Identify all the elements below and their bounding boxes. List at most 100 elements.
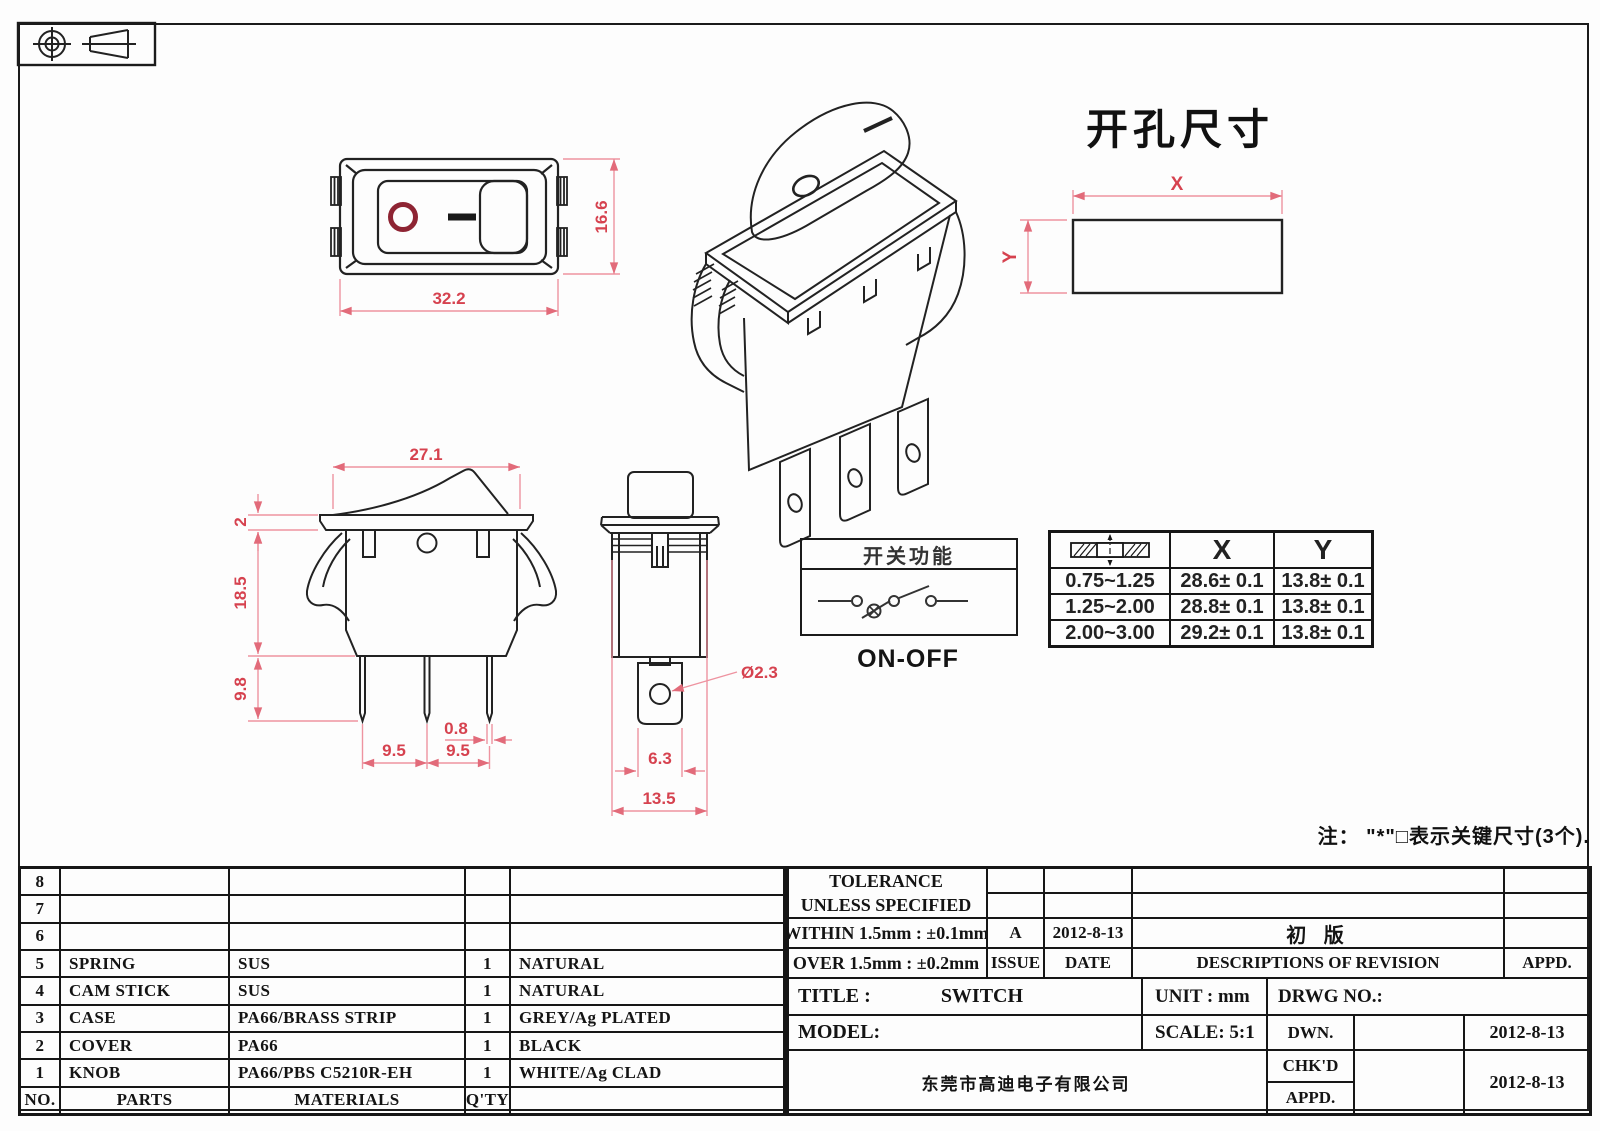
- panel-table-cell: 13.8± 0.1: [1274, 620, 1372, 646]
- parts-cell: SUS: [229, 949, 465, 978]
- dwn-label: DWN.: [1267, 1015, 1354, 1050]
- panel-table-cell: 29.2± 0.1: [1170, 620, 1274, 646]
- parts-cell: BLACK: [510, 1031, 787, 1060]
- parts-cell: 4: [20, 977, 60, 1005]
- tolerance-line1: TOLERANCE: [829, 870, 943, 891]
- sheet-border: [18, 23, 1589, 1111]
- parts-cell: PA66/BRASS STRIP: [229, 1004, 465, 1032]
- parts-cell: SUS: [229, 977, 465, 1005]
- title-cell: TITLE : SWITCH: [785, 978, 1142, 1015]
- chkd-label: CHK'D: [1267, 1050, 1354, 1082]
- end-view: [600, 471, 720, 725]
- switch-mode-label: ON-OFF: [857, 645, 959, 673]
- dim-side-pitch-b: 9.5: [446, 741, 470, 760]
- scale-cell: SCALE: 5:1: [1142, 1015, 1267, 1050]
- parts-table: 8 7 6 5 SPRING SUS 1 NATURAL 4 CAM STICK…: [18, 866, 789, 1116]
- parts-cell: [60, 895, 229, 923]
- parts-cell: WHITE/Ag CLAD: [510, 1059, 787, 1087]
- revision-empty-cell: [987, 868, 1044, 893]
- cutout-y-label: Y: [1000, 250, 1021, 263]
- revision-empty-cell: [1044, 893, 1132, 918]
- parts-cell: COVER: [60, 1031, 229, 1060]
- tolerance-line2: UNLESS SPECIFIED: [800, 895, 972, 915]
- dim-side-pitch-a: 9.5: [382, 741, 406, 760]
- function-box-title: 开关功能: [802, 540, 1016, 570]
- iso-rocker: [749, 101, 911, 241]
- title-block: TOLERANCE UNLESS SPECIFIED WITHIN 1.5mm …: [783, 866, 1592, 1116]
- iso-o-marking: [791, 174, 821, 198]
- parts-header-remarks: [510, 1086, 787, 1114]
- parts-cell: PA66: [229, 1031, 465, 1060]
- parts-cell: 2: [20, 1031, 60, 1060]
- front-view-dims: [339, 158, 620, 316]
- chkd-date: 2012-8-13: [1464, 1050, 1590, 1114]
- parts-header-parts: PARTS: [60, 1086, 229, 1114]
- parts-cell: [510, 895, 787, 923]
- revision-description-value: 初 版: [1132, 918, 1504, 948]
- revision-empty-cell: [1504, 868, 1590, 893]
- parts-cell: [229, 895, 465, 923]
- parts-cell: PA66/PBS C5210R-EH: [229, 1059, 465, 1087]
- revision-issue-value: A: [987, 918, 1044, 948]
- parts-cell: [465, 895, 510, 923]
- circuit-diagram: [818, 585, 968, 619]
- cutout-title: 开孔尺寸: [1085, 106, 1274, 153]
- parts-cell: NATURAL: [510, 949, 787, 978]
- dim-end-width: 13.5: [642, 789, 675, 808]
- cutout-view: X Y: [1000, 174, 1284, 295]
- iso-dash-marking: [863, 116, 893, 133]
- drwg-no-cell: DRWG NO.:: [1267, 978, 1590, 1015]
- dim-side-flange: 2: [231, 517, 250, 526]
- parts-cell: [60, 922, 229, 950]
- parts-header-no: NO.: [20, 1086, 60, 1114]
- parts-cell: [465, 922, 510, 950]
- tolerance-cell: TOLERANCE UNLESS SPECIFIED: [785, 868, 987, 918]
- parts-cell: 3: [20, 1004, 60, 1032]
- parts-cell: [229, 868, 465, 896]
- revision-empty-cell: [1132, 893, 1504, 918]
- revision-empty-cell: [987, 893, 1044, 918]
- revision-empty-cell: [1504, 893, 1590, 918]
- revision-empty-cell: [1044, 868, 1132, 893]
- revision-description-header: DESCRIPTIONS OF REVISION: [1132, 948, 1504, 978]
- dim-side-height: 18.5: [231, 576, 250, 609]
- parts-header-materials: MATERIALS: [229, 1086, 465, 1114]
- revision-date-value: 2012-8-13: [1044, 918, 1132, 948]
- panel-table-cell: 13.8± 0.1: [1274, 568, 1372, 594]
- parts-cell: [510, 922, 787, 950]
- iso-right-wing: [905, 211, 966, 346]
- panel-table-cell: 0.75~1.25: [1050, 568, 1170, 594]
- panel-table-cell: 1.25~2.00: [1050, 594, 1170, 620]
- parts-cell: 1: [465, 1004, 510, 1032]
- title-label: TITLE :: [798, 985, 871, 1007]
- parts-cell: NATURAL: [510, 977, 787, 1005]
- dwn-signature: [1354, 1015, 1464, 1050]
- parts-cell: CAM STICK: [60, 977, 229, 1005]
- panel-table-cell: 28.8± 0.1: [1170, 594, 1274, 620]
- dim-front-height: 16.6: [592, 200, 611, 233]
- side-view-dims: [248, 462, 521, 769]
- rocker-o-marking: [388, 202, 418, 232]
- appd-label: APPD.: [1267, 1082, 1354, 1114]
- panel-table-cell: 28.6± 0.1: [1170, 568, 1274, 594]
- panel-table-col-y: Y: [1274, 532, 1372, 568]
- side-view: [305, 468, 558, 725]
- key-dimension-note: 注： "*"□表示关键尺寸(3个).: [1317, 826, 1590, 848]
- unit-cell: UNIT : mm: [1142, 978, 1267, 1015]
- parts-cell: [229, 922, 465, 950]
- drawing-canvas: 32.2 16.6: [16, 21, 1284, 816]
- panel-table-col-x: X: [1170, 532, 1274, 568]
- dim-side-rocker: 27.1: [409, 445, 442, 464]
- iso-terminals: [779, 397, 929, 548]
- terminal-hole: [649, 683, 671, 705]
- parts-cell: 6: [20, 922, 60, 950]
- parts-cell: GREY/Ag PLATED: [510, 1004, 787, 1032]
- rocker-dash-marking: [448, 213, 476, 221]
- parts-cell: 1: [465, 1031, 510, 1060]
- projection-angle-icon: [33, 27, 136, 61]
- iso-left-wing: [690, 263, 745, 393]
- parts-cell: [510, 868, 787, 896]
- revision-empty-cell: [1132, 868, 1504, 893]
- parts-cell: [465, 868, 510, 896]
